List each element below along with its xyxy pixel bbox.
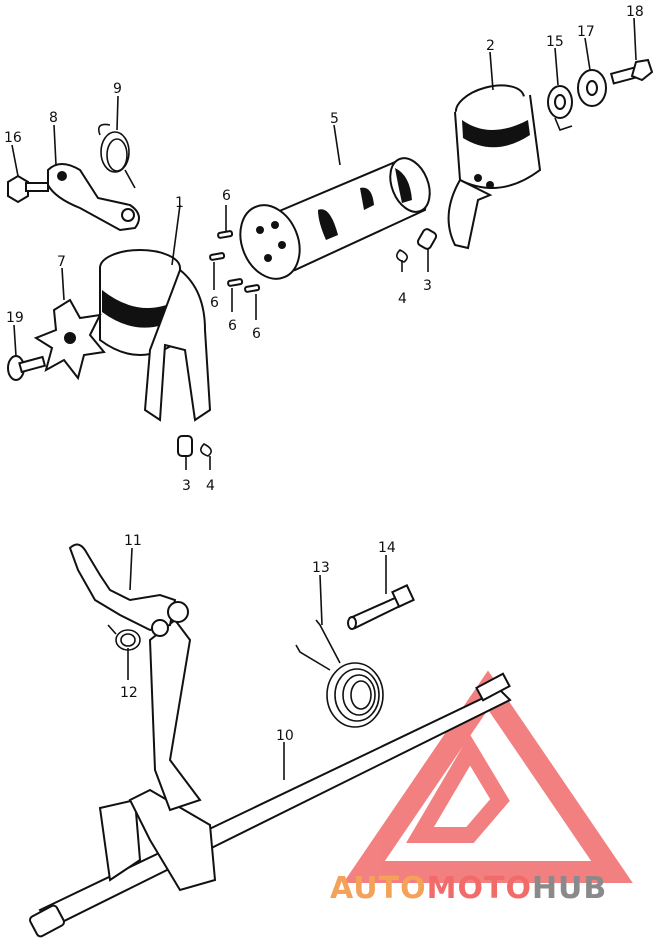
callout-numbers: 1 2 3 3 4 4 5 6 6 6 6 7 8 9 10 11 12 13 … <box>4 4 644 744</box>
bolt-18 <box>609 58 654 85</box>
callout-4a: 4 <box>398 291 407 307</box>
callout-6a: 6 <box>222 188 231 204</box>
shift-fork-left <box>99 249 212 422</box>
stopper-spring <box>97 123 136 189</box>
pin-14 <box>347 584 415 630</box>
callout-4b: 4 <box>206 478 215 494</box>
callout-5: 5 <box>330 111 339 127</box>
watermark-hub: HUB <box>532 871 607 906</box>
bolt-19 <box>7 355 47 381</box>
callout-12: 12 <box>120 685 138 701</box>
callout-10: 10 <box>276 728 294 744</box>
callout-16: 16 <box>4 130 22 146</box>
washer-17 <box>577 69 607 107</box>
callout-8: 8 <box>49 110 58 126</box>
callout-6d: 6 <box>252 326 261 342</box>
gearshift-spindle <box>29 618 512 938</box>
watermark-logo <box>343 670 633 883</box>
callout-6b: 6 <box>210 295 219 311</box>
washer-15 <box>547 85 573 131</box>
leader-lines <box>11 17 637 780</box>
dowel-pins <box>209 230 261 293</box>
watermark-moto: MOTO <box>427 871 532 906</box>
callout-1: 1 <box>175 195 184 211</box>
callout-13: 13 <box>312 560 330 576</box>
guide-pin-left <box>177 435 212 457</box>
watermark-auto: AUTO <box>330 871 427 906</box>
callout-18: 18 <box>626 4 644 20</box>
svg-text:AUTOMOTOHUB: AUTOMOTOHUB <box>330 871 607 906</box>
arm-spring-12 <box>107 624 141 651</box>
guide-pin-right <box>396 228 438 263</box>
callout-17: 17 <box>577 24 595 40</box>
callout-19: 19 <box>6 310 24 326</box>
callout-6c: 6 <box>228 318 237 334</box>
callout-7: 7 <box>57 254 66 270</box>
callout-3b: 3 <box>182 478 191 494</box>
callout-9: 9 <box>113 81 122 97</box>
shift-drum <box>239 157 431 280</box>
callout-2: 2 <box>486 38 495 54</box>
callout-3a: 3 <box>423 278 432 294</box>
shift-fork-right <box>447 84 542 250</box>
drum-star-plate <box>33 298 106 381</box>
callout-15: 15 <box>546 34 564 50</box>
stopper-arm <box>47 163 140 232</box>
callout-11: 11 <box>124 533 142 549</box>
return-spring <box>295 619 384 728</box>
gearshift-arm <box>68 543 189 637</box>
watermark-text: AUTOMOTOHUB <box>330 871 607 906</box>
callout-14: 14 <box>378 540 396 556</box>
bolt-16 <box>7 174 49 204</box>
